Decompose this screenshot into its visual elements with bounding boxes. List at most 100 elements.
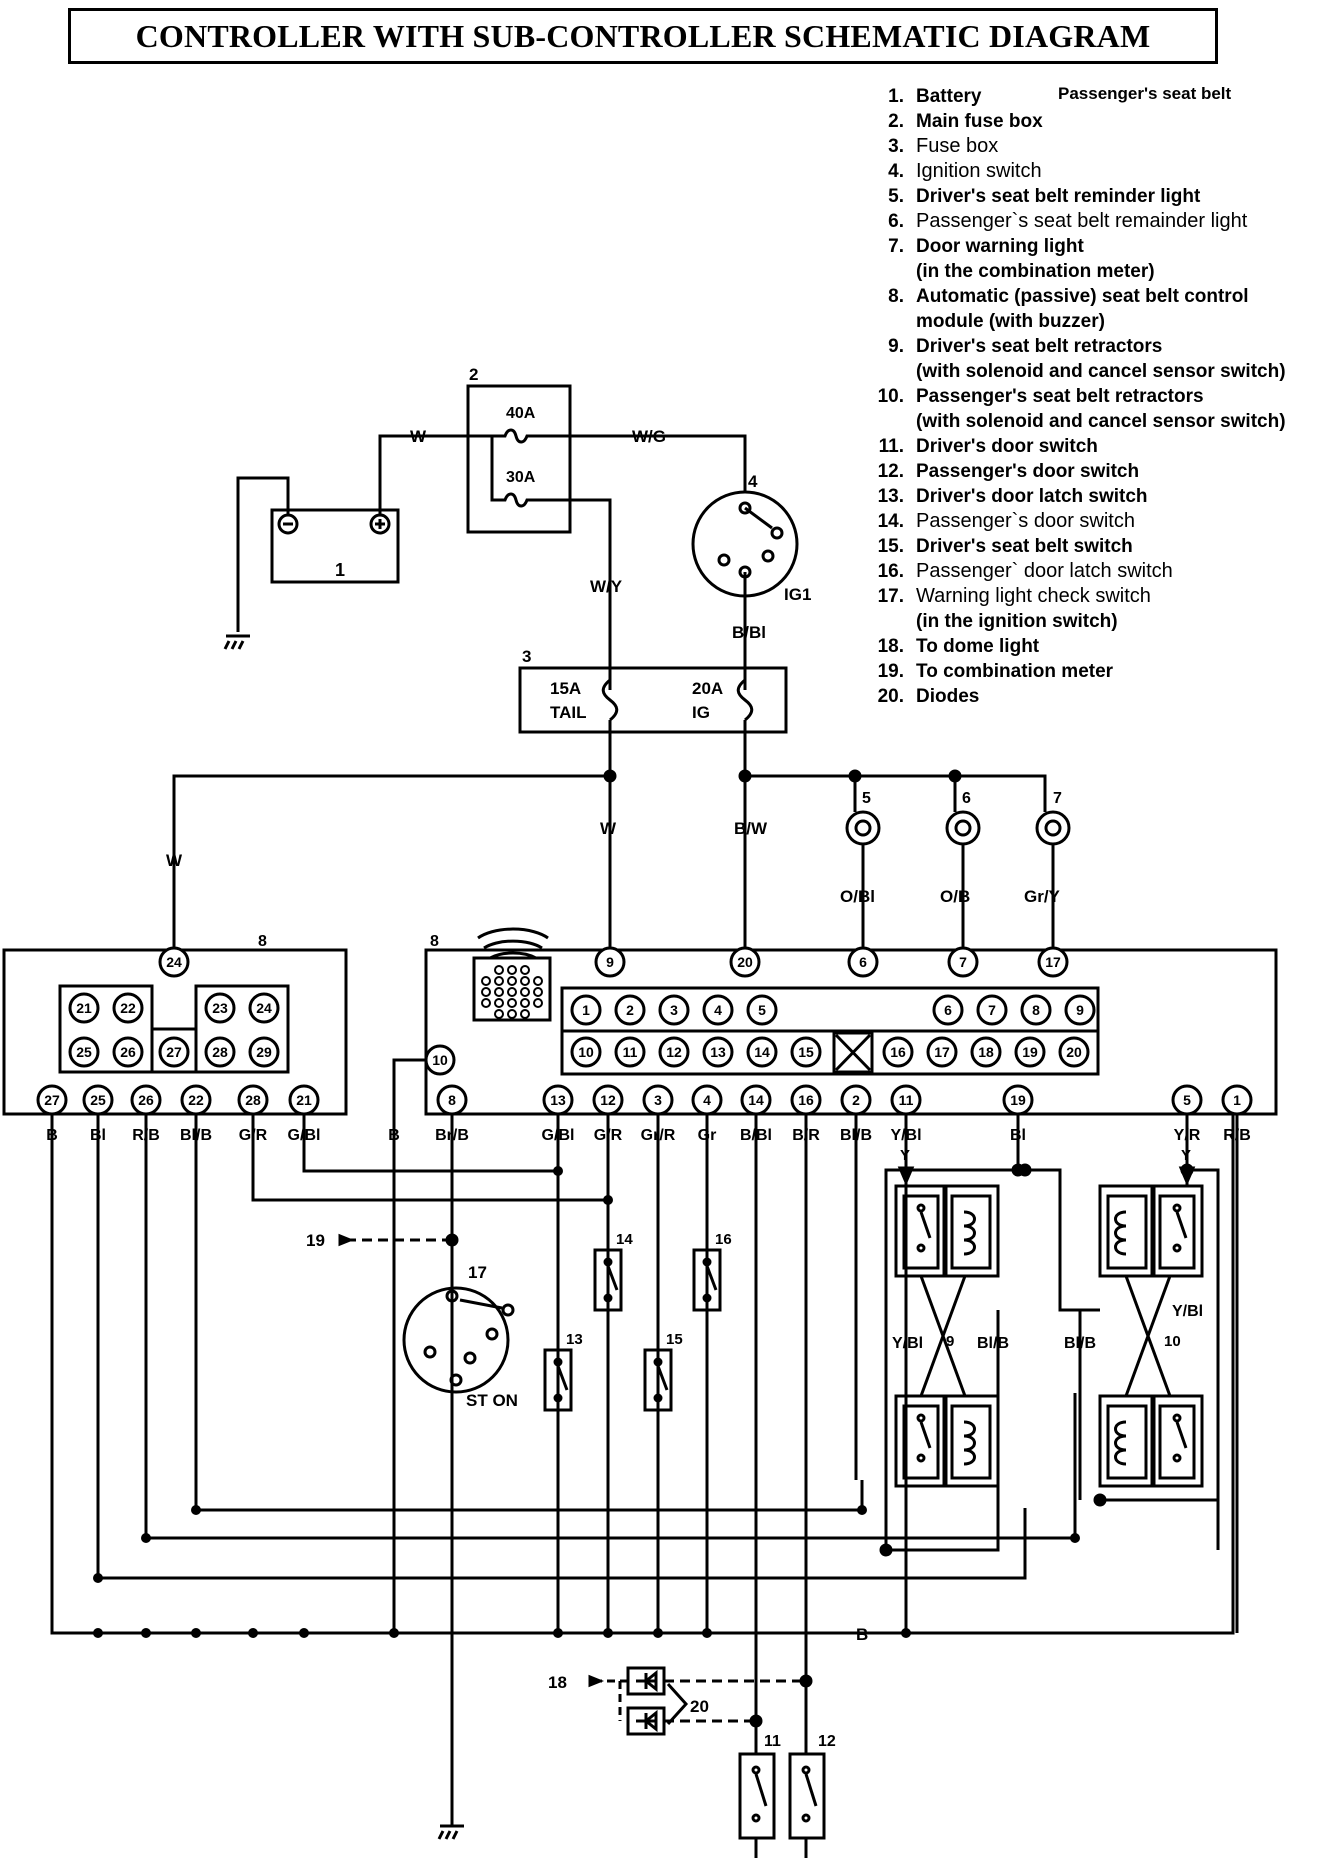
- wire-label-ob: O/B: [940, 887, 970, 906]
- wire-label-wg: W/G: [632, 427, 666, 446]
- sub-pin-grid2-2-label: 27: [166, 1044, 182, 1060]
- battery-body: [270, 508, 400, 584]
- legend-item-text: Driver's seat belt switch: [916, 536, 1133, 557]
- legend-item-number: 2.: [888, 111, 904, 132]
- ground-symbol-bottom: [437, 1824, 464, 1840]
- fuse-ig-label: IG: [692, 703, 710, 722]
- legend-item-number: 1.: [888, 86, 904, 107]
- battery-ground-symbol: [223, 634, 250, 650]
- svg-text:7: 7: [1053, 790, 1062, 807]
- ctl-pin-bottom-9-label: 19: [1010, 1092, 1026, 1108]
- retractor-10: 10 Bl/B Y/Bl: [1064, 1163, 1220, 1550]
- switch-15: 15: [643, 1331, 683, 1412]
- legend-item: 11.Driver's door switch: [858, 434, 1328, 459]
- legend-item-number: 20.: [877, 686, 904, 707]
- legend-item-text: (with solenoid and cancel sensor switch): [916, 411, 1286, 432]
- ctl-pin-top-0-label: 9: [606, 954, 614, 970]
- svg-text:16: 16: [715, 1231, 732, 1248]
- legend-item: 14.Passenger`s door switch: [858, 509, 1328, 534]
- sub-pin-grid2-4-label: 29: [256, 1044, 272, 1060]
- legend-item-text: Driver's seat belt reminder light: [916, 186, 1201, 207]
- sub-pin-grid1-0-label: 21: [76, 1000, 92, 1016]
- wire-sub-feed: [172, 774, 610, 950]
- wire-label-y-right: Y: [1181, 1147, 1191, 1164]
- legend-item-number: 7.: [888, 236, 904, 257]
- legend-item-text: module (with buzzer): [916, 311, 1105, 332]
- ctl-pin-r2-1: 11: [614, 1036, 646, 1068]
- legend-item-number: 19.: [877, 661, 904, 682]
- legend-item: 5. Driver's seat belt reminder light: [858, 184, 1328, 209]
- ctl-pin-r1-1-label: 2: [626, 1002, 634, 1018]
- wire-label-bbl: B/Bl: [732, 623, 766, 642]
- ctl-pin-bottom-3: 3: [642, 1084, 674, 1116]
- sub-pin-grid1-1: 22: [112, 992, 144, 1024]
- legend-item-text: Passenger`s seat belt remainder light: [916, 210, 1248, 232]
- switch-12: 12: [788, 1733, 836, 1858]
- wire-label-gry: Gr/Y: [1024, 887, 1061, 906]
- sub-pin-grid2-0: 25: [68, 1036, 100, 1068]
- wire-label-sub-feed: W: [166, 851, 183, 870]
- sub-pin-grid2-1: 26: [112, 1036, 144, 1068]
- ctl-pin-top-1-label: 20: [737, 954, 753, 970]
- svg-text:10: 10: [1164, 1333, 1181, 1350]
- sub-pin-bottom-0: 27: [36, 1084, 68, 1116]
- ctl-pin-r1-7: 8: [1020, 994, 1052, 1026]
- ctl-pin-r2-5: 15: [790, 1036, 822, 1068]
- ctl-pin-r2-4: 14: [746, 1036, 778, 1068]
- legend-item: 10. Passenger's seat belt retractors: [858, 384, 1328, 409]
- ctl-pin-bottom-2: 12: [592, 1084, 624, 1116]
- legend-item-number: 18.: [877, 636, 904, 657]
- ctl-pin-top-2: 6: [847, 946, 879, 978]
- ctl-pin-r1-2: 3: [658, 994, 690, 1026]
- svg-text:9: 9: [946, 1333, 954, 1350]
- svg-text:14: 14: [616, 1231, 633, 1248]
- sub-pin-grid2-2: 27: [158, 1036, 190, 1068]
- legend-item-text: (in the ignition switch): [916, 611, 1118, 632]
- legend-item-number: 10.: [877, 386, 904, 407]
- svg-text:13: 13: [566, 1331, 583, 1348]
- legend-item: 18.To dome light: [858, 634, 1328, 659]
- ctl-pin-r1-3: 4: [702, 994, 734, 1026]
- legend-item-text: Ignition switch: [916, 160, 1042, 182]
- diodes: 18 20: [548, 1666, 806, 1736]
- ctl-pin-r2-1-label: 11: [623, 1044, 638, 1060]
- ctl-pin-r2-10: 20: [1058, 1036, 1090, 1068]
- sub-pin-grid1-0: 21: [68, 992, 100, 1024]
- sub-pin-top: 24: [158, 946, 190, 978]
- retractor-9: 9 Y/Bl Bl/B: [879, 1163, 1025, 1557]
- sub-pin-grid2-4: 29: [248, 1036, 280, 1068]
- sub-pin-bottom-1: 25: [82, 1084, 114, 1116]
- wire-battery-positive: [378, 434, 480, 515]
- fuse-tail-label: TAIL: [550, 703, 587, 722]
- ctl-pin-r2-7-label: 17: [934, 1044, 950, 1060]
- legend-item-number: 3.: [888, 136, 904, 157]
- ctl-pin-r1-6-label: 7: [988, 1002, 996, 1018]
- sub-pin-bottom-3: 22: [180, 1084, 212, 1116]
- legend-item: 16.Passenger` door latch switch: [858, 559, 1328, 584]
- light-5: 5: [845, 790, 881, 846]
- sub-pin-bottom-4: 28: [237, 1084, 269, 1116]
- ctl-pin-r2-9-label: 19: [1022, 1044, 1038, 1060]
- ctl-pin-bottom-4-label: 4: [703, 1092, 711, 1108]
- ctl-pin-top-1: 20: [729, 946, 761, 978]
- legend-item-number: 5.: [888, 186, 904, 207]
- ground-bus: [50, 1114, 1235, 1635]
- wire-label-obl: O/Bl: [840, 887, 875, 906]
- svg-text:11: 11: [764, 1733, 781, 1750]
- ctl-pin-bottom-3-label: 3: [654, 1092, 662, 1108]
- ctl-pin-r2-4-label: 14: [754, 1044, 770, 1060]
- diagram-title-box: CONTROLLER WITH SUB-CONTROLLER SCHEMATIC…: [68, 8, 1218, 64]
- ctl-pin-r2-8: 18: [970, 1036, 1002, 1068]
- sub-pin-bottom-3-label: 22: [188, 1092, 204, 1108]
- sub-pin-grid1-1-label: 22: [120, 1000, 136, 1016]
- battery-number: 1: [335, 560, 345, 580]
- legend-item-text: Passenger's seat belt retractors: [916, 386, 1204, 407]
- legend-item: 17.Warning light check switch: [858, 584, 1328, 609]
- ctl-pin-r2-7: 17: [926, 1036, 958, 1068]
- legend-item-number: 9.: [888, 336, 904, 357]
- legend-item: 0.(in the ignition switch): [858, 609, 1328, 634]
- fuse-30a-label: 30A: [506, 469, 536, 486]
- ctl-pin-top-3: 7: [947, 946, 979, 978]
- ctl-pin-bottom-6: 16: [790, 1084, 822, 1116]
- ctl-pin-r2-10-label: 20: [1066, 1044, 1082, 1060]
